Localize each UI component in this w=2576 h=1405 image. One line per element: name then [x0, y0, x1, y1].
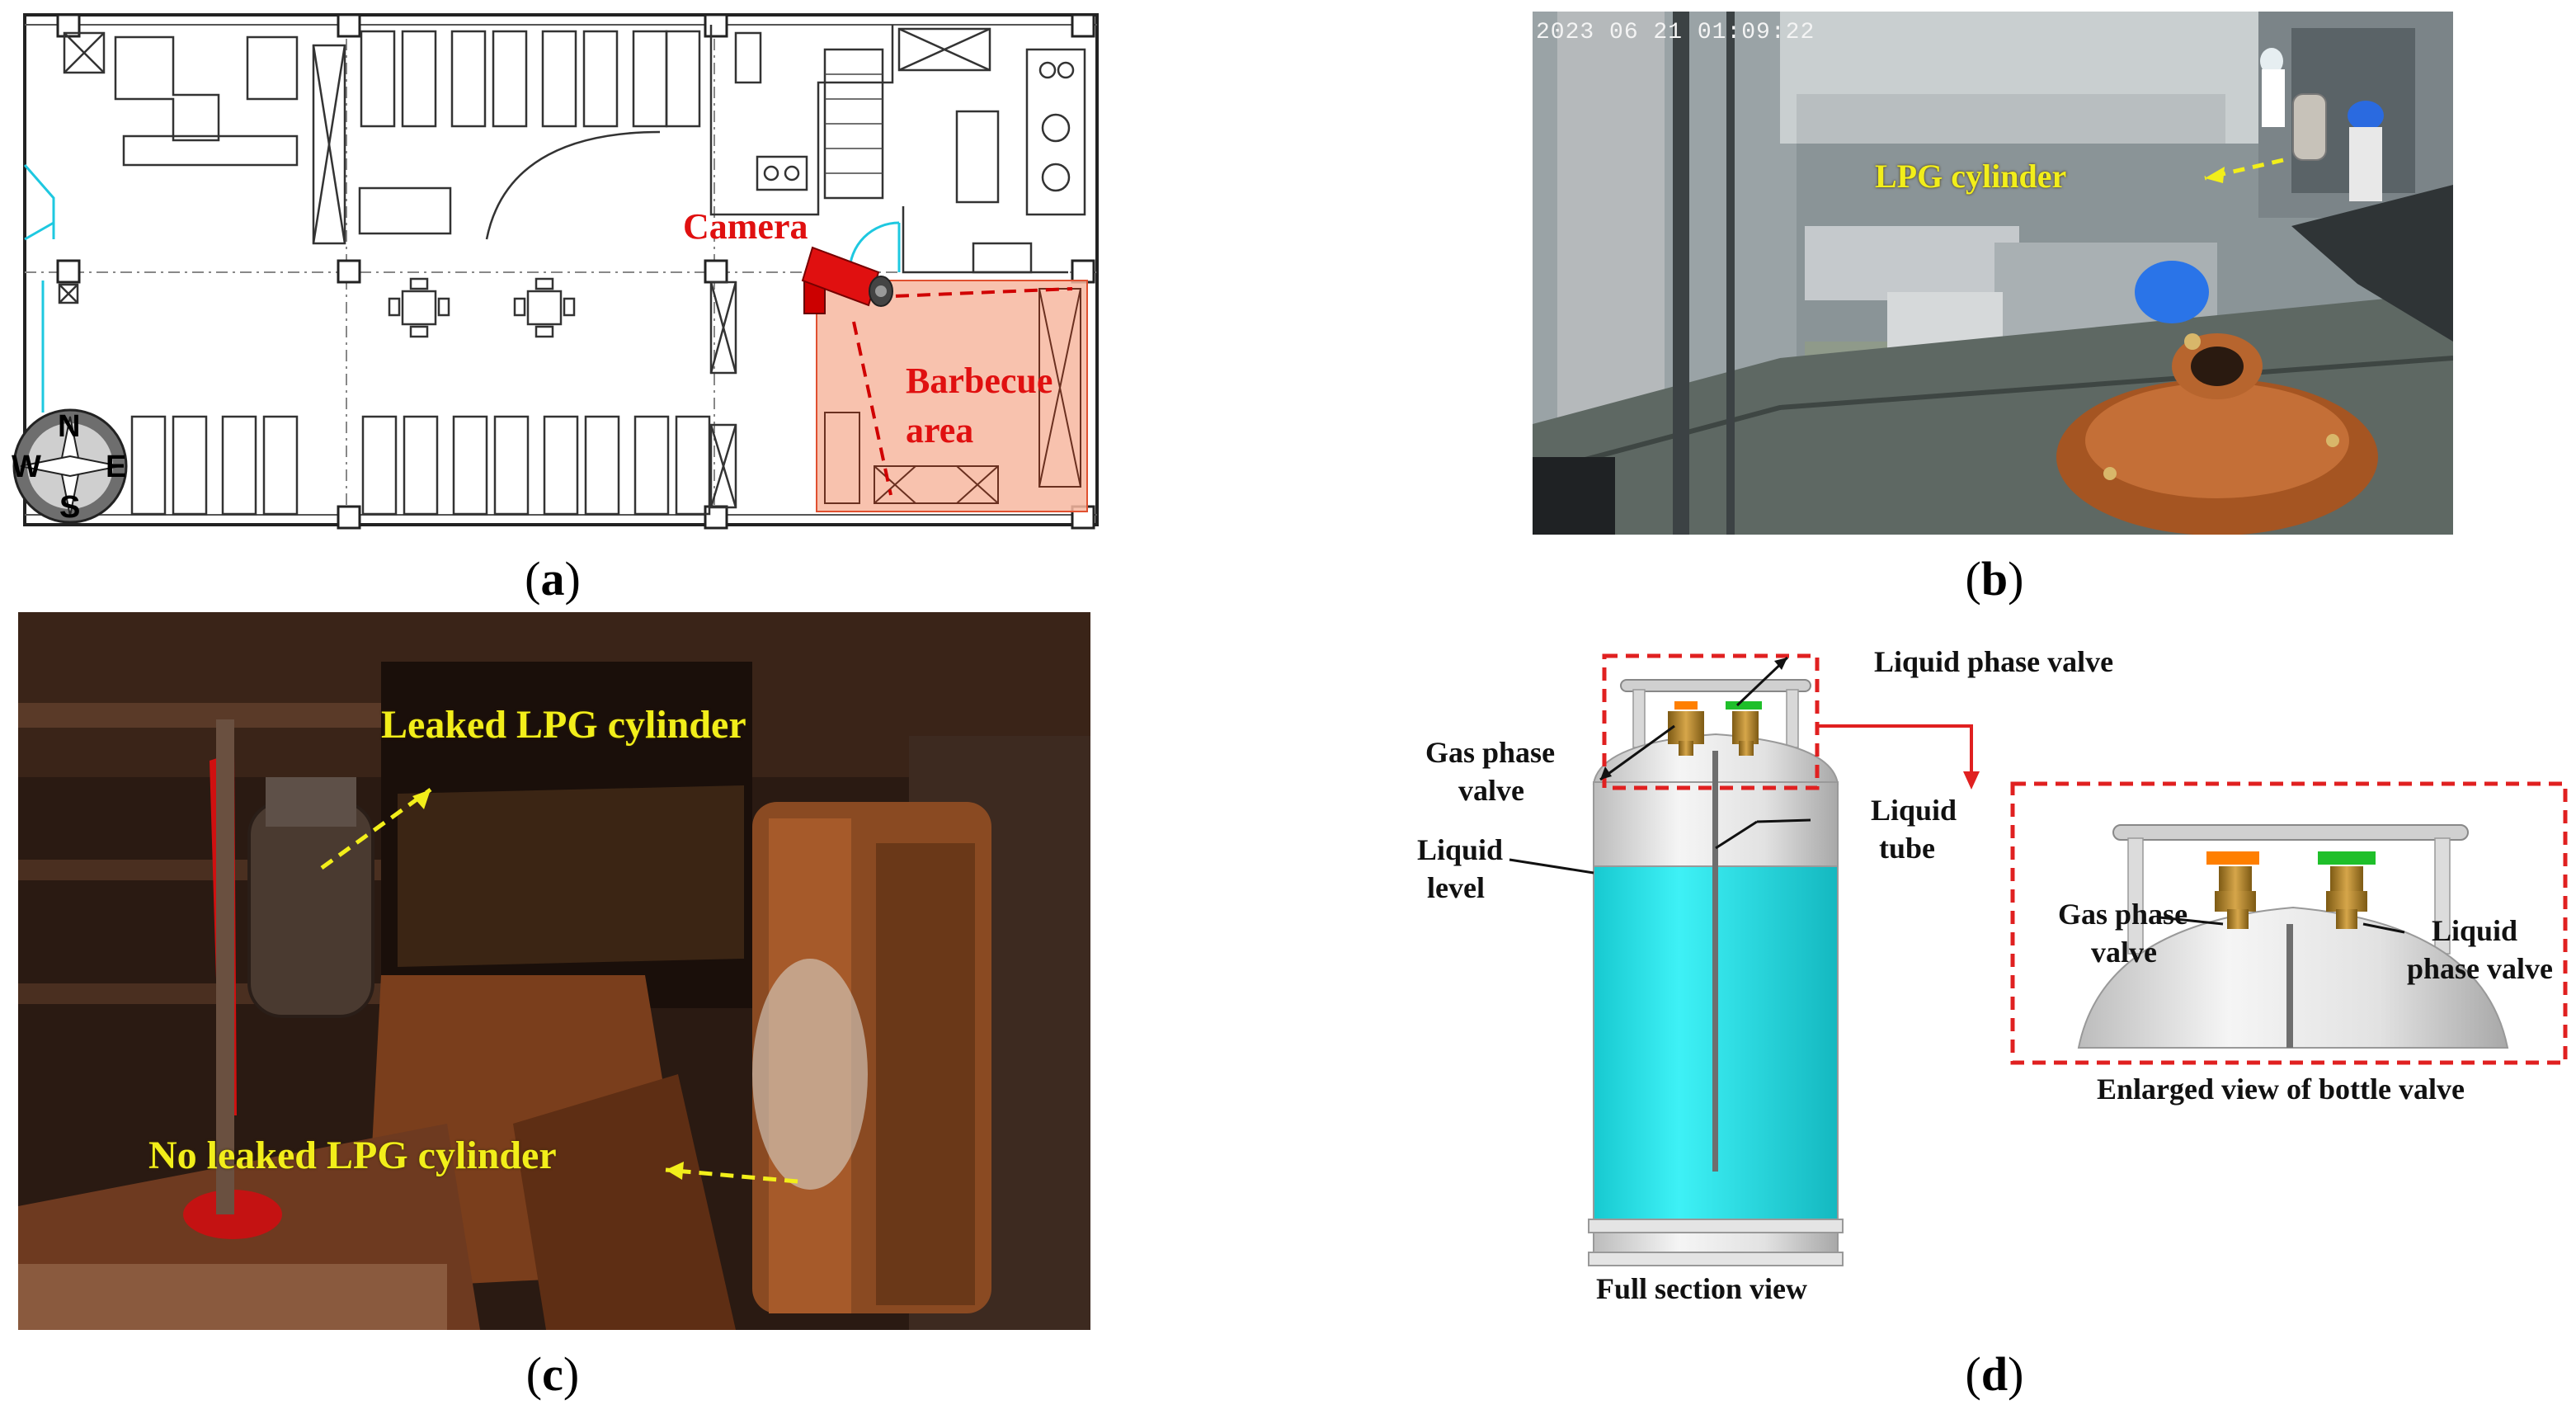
barbecue-area-label-line1: Barbecue: [906, 361, 1053, 401]
panel-c-burned-scene: Leaked LPG cylinder No leaked LPG cylind…: [18, 612, 1090, 1330]
liquid-phase-valve-label: Liquid phase valve: [1874, 645, 2114, 678]
compass-south-label: S: [59, 490, 81, 525]
cylinder-diagram: [1509, 653, 2568, 1266]
gas-phase-valve-label-line2: valve: [1458, 774, 1524, 807]
liquid-level-label-line2: level: [1427, 871, 1485, 904]
lpg-cylinder-label: LPG cylinder: [1875, 158, 2067, 195]
caption-c: (c): [525, 1347, 580, 1401]
enlarged-gas-phase-valve-label-line2: valve: [2091, 936, 2157, 969]
full-section-view-label: Full section view: [1596, 1272, 1807, 1305]
enlarged-view-label: Enlarged view of bottle valve: [2097, 1073, 2465, 1106]
gas-phase-valve-label-line1: Gas phase: [1425, 736, 1556, 769]
liquid-phase-valve-cap: [1726, 701, 1762, 710]
liquid-tube-label-line1: Liquid: [1871, 794, 1957, 827]
leaked-lpg-cylinder-label: Leaked LPG cylinder: [381, 703, 746, 747]
liquid-tube-label-line2: tube: [1879, 832, 1936, 865]
enlarged-gas-phase-valve-label-line1: Gas phase: [2058, 898, 2188, 931]
enlarged-liquid-phase-valve-label-line1: Liquid: [2432, 914, 2518, 947]
burned-scene: [18, 612, 1090, 1330]
enlarged-liquid-phase-valve-label-line2: phase valve: [2407, 952, 2554, 985]
caption-b: (b): [1965, 552, 2024, 606]
compass-icon: [12, 408, 128, 524]
enlarged-valve-view: [2077, 824, 2509, 1049]
camera-icon: [801, 246, 893, 314]
gas-phase-valve-cap: [1674, 701, 1698, 710]
cctv-timestamp: 2023 06 21 01:09:22: [1536, 20, 1815, 45]
floor-plan-drawing: [0, 0, 1105, 545]
panel-b-cctv-frame: 2023 06 21 01:09:22 LPG cylinder: [1533, 12, 2453, 535]
panel-a-floor-plan: N S W E Camera Barbecue area: [0, 0, 1105, 545]
compass-north-label: N: [58, 409, 81, 444]
compass-west-label: W: [12, 450, 41, 484]
camera-label: Camera: [683, 206, 808, 247]
caption-a: (a): [525, 552, 581, 606]
no-leaked-lpg-cylinder-label: No leaked LPG cylinder: [148, 1134, 557, 1177]
caption-d: (d): [1965, 1347, 2024, 1401]
full-cylinder: [1588, 679, 1844, 1266]
compass-east-label: E: [106, 450, 127, 484]
liquid-level-label-line1: Liquid: [1417, 833, 1504, 866]
panel-d-cylinder-diagram: Liquid phase valve Gas phase valve Liqui…: [1402, 611, 2576, 1337]
kitchen-scene: [1533, 12, 2453, 535]
barbecue-area-label-line2: area: [906, 410, 974, 450]
